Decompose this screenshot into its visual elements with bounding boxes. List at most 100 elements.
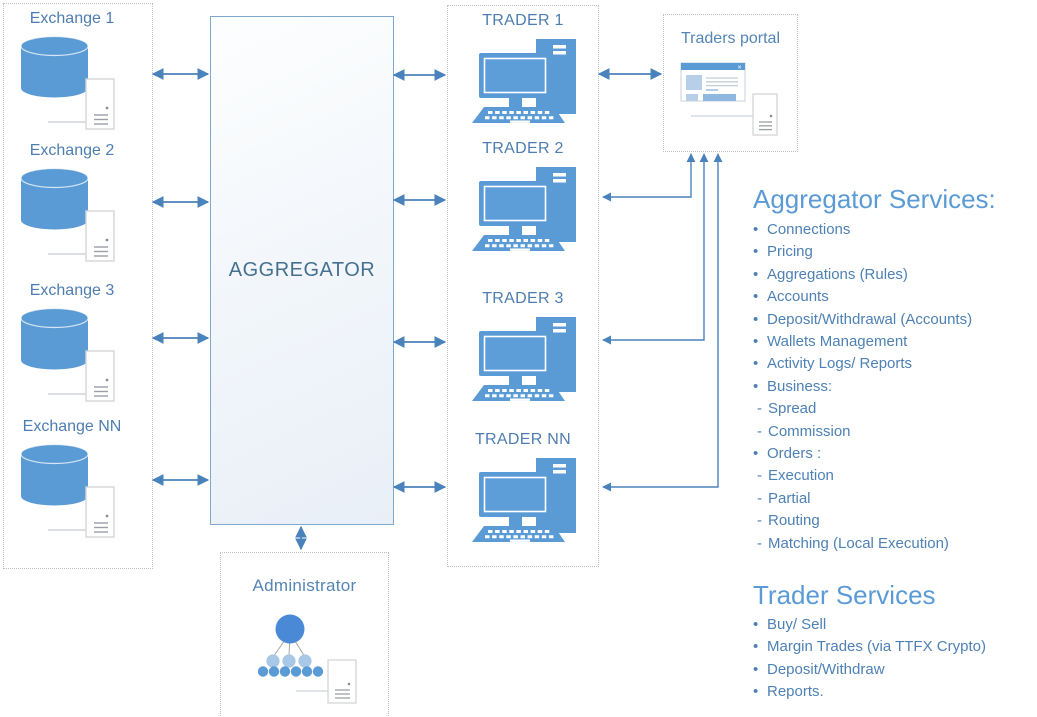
service-item-text: Buy/ Sell xyxy=(767,616,827,633)
service-item-text: Margin Trades (via TTFX Crypto) xyxy=(767,638,986,656)
service-item-text: Execution xyxy=(768,467,834,485)
bullet-marker: • xyxy=(753,243,759,261)
exchange-node: Exchange 2 xyxy=(4,142,152,272)
traders-portal-label: Traders portal xyxy=(681,30,780,47)
computer-icon xyxy=(472,167,576,251)
document-icon xyxy=(85,78,115,130)
bullet-marker: - xyxy=(757,489,762,507)
service-item-text: Accounts xyxy=(767,288,829,306)
bullet-marker: • xyxy=(753,445,759,463)
document-icon xyxy=(752,93,778,136)
bullet-marker: - xyxy=(757,534,762,552)
trader-label: TRADER 1 xyxy=(482,12,564,29)
service-list-item: • Aggregations (Rules) xyxy=(753,264,1033,286)
bullet-marker: • xyxy=(753,355,759,373)
service-list-item: • Business: xyxy=(753,376,1033,398)
service-list-item: • Margin Trades (via TTFX Crypto) xyxy=(753,636,1033,658)
service-item-text: Orders : xyxy=(767,445,822,463)
bullet-marker: • xyxy=(753,616,759,633)
bullet-marker: - xyxy=(757,512,762,530)
bullet-marker: • xyxy=(753,288,759,306)
arrow-trader3-portal xyxy=(602,153,709,345)
bullet-marker: • xyxy=(753,683,759,701)
bullet-marker: - xyxy=(757,422,762,440)
exchange-label: Exchange NN xyxy=(22,418,122,435)
service-list-item: -Partial xyxy=(753,488,1033,510)
database-icon xyxy=(20,35,115,130)
exchanges-panel: Exchange 1 Exchange 2 xyxy=(3,3,153,569)
service-list-item: -Routing xyxy=(753,510,1033,532)
trader-label: TRADER 2 xyxy=(482,140,564,157)
exchange-node: Exchange 1 xyxy=(4,10,152,140)
document-icon xyxy=(85,350,115,402)
service-list-item: • Connections xyxy=(753,219,1033,241)
service-item-text: Deposit/Withdraw xyxy=(767,660,885,678)
service-item-text: Reports. xyxy=(767,683,824,701)
bullet-marker: • xyxy=(753,265,759,283)
service-list-item: • Deposit/Withdrawal (Accounts) xyxy=(753,309,1033,331)
trader-services-list: • Buy/ Sell • Margin Trades (via TTFX Crypt… xyxy=(753,614,1033,704)
service-list-item: • Orders : xyxy=(753,443,1033,465)
administrator-label: Administrator xyxy=(252,576,357,595)
arrow-trader2-portal xyxy=(602,153,696,202)
bullet-marker: - xyxy=(757,400,762,418)
exchange-node: Exchange NN xyxy=(4,418,152,548)
service-list-item: • Reports. xyxy=(753,681,1033,703)
service-list-item: • Deposit/Withdraw xyxy=(753,659,1033,681)
service-item-text: Wallets Management xyxy=(767,333,908,351)
service-list-item: -Commission xyxy=(753,421,1033,443)
document-icon xyxy=(85,486,115,538)
trader-node: TRADER 2 xyxy=(448,140,598,268)
service-item-text: Partial xyxy=(768,489,811,507)
exchange-label: Exchange 1 xyxy=(29,10,115,27)
service-list-item: • Wallets Management xyxy=(753,331,1033,353)
service-list-item: -Spread xyxy=(753,398,1033,420)
computer-icon xyxy=(472,458,576,542)
portal-icon: × xyxy=(680,62,778,136)
bullet-marker: • xyxy=(753,310,759,328)
service-list-item: • Accounts xyxy=(753,286,1033,308)
arrow-traderNN-portal xyxy=(602,153,723,492)
org-chart-icon xyxy=(257,614,357,704)
service-item-text: Connections xyxy=(767,221,851,238)
traders-portal-node: Traders portal × xyxy=(663,14,798,152)
document-icon xyxy=(85,210,115,262)
computer-icon xyxy=(472,39,576,123)
service-list-item: • Pricing xyxy=(753,241,1033,263)
service-list-item: -Execution xyxy=(753,465,1033,487)
browser-window-icon: × xyxy=(680,62,746,102)
service-item-text: Routing xyxy=(768,512,820,530)
trader-label: TRADER 3 xyxy=(482,290,564,307)
document-icon xyxy=(327,659,357,704)
bullet-marker: • xyxy=(753,333,759,351)
database-icon xyxy=(20,443,115,538)
exchange-label: Exchange 3 xyxy=(29,282,115,299)
service-item-text: Deposit/Withdrawal (Accounts) xyxy=(767,310,973,328)
bullet-marker: • xyxy=(753,377,759,395)
administrator-node: Administrator xyxy=(220,552,389,717)
service-item-text: Spread xyxy=(768,400,817,418)
service-item-text: Activity Logs/ Reports xyxy=(767,355,913,373)
service-item-text: Matching (Local Execution) xyxy=(768,534,949,552)
bullet-marker: • xyxy=(753,221,759,238)
bullet-marker: • xyxy=(753,638,759,656)
service-item-text: Commission xyxy=(768,422,851,440)
service-item-text: Aggregations (Rules) xyxy=(767,265,908,283)
database-icon xyxy=(20,167,115,262)
aggregator-services-title: Aggregator Services: xyxy=(753,184,996,214)
service-list-item: • Activity Logs/ Reports xyxy=(753,353,1033,375)
database-icon xyxy=(20,307,115,402)
exchange-node: Exchange 3 xyxy=(4,282,152,412)
aggregator-label: AGGREGATOR xyxy=(228,259,376,281)
service-item-text: Business: xyxy=(767,377,833,395)
trader-node: TRADER 3 xyxy=(448,290,598,418)
service-list-item: • Buy/ Sell xyxy=(753,614,1033,636)
trader-services-title: Trader Services xyxy=(753,580,936,610)
service-item-text: Pricing xyxy=(767,243,813,261)
traders-panel: TRADER 1 TRADER 2 xyxy=(447,5,599,567)
bullet-marker: • xyxy=(753,660,759,678)
service-list-item: -Matching (Local Execution) xyxy=(753,533,1033,555)
exchange-label: Exchange 2 xyxy=(29,142,115,159)
aggregator-services-list: • Connections • Pricing • Aggregations (Rules… xyxy=(753,219,1033,555)
